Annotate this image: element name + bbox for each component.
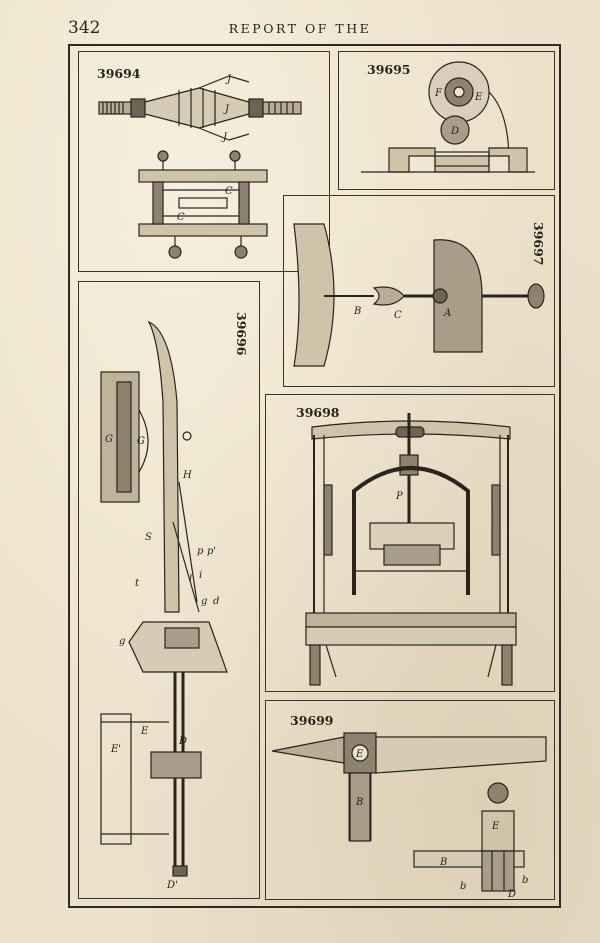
label-h: H bbox=[182, 470, 192, 481]
label-p: p bbox=[197, 546, 204, 557]
label-g: g bbox=[119, 636, 125, 647]
label-c: C bbox=[177, 212, 185, 223]
figure-39699-panel: 39699 E B E B b b D bbox=[265, 700, 555, 900]
label-b: B bbox=[355, 797, 363, 808]
label-g: G bbox=[137, 436, 145, 447]
label-p: P bbox=[395, 491, 403, 502]
figure-39697-panel: 39697 B C A bbox=[283, 195, 555, 387]
cutter-drawing: F E D bbox=[361, 61, 535, 173]
label-a: A bbox=[443, 308, 451, 319]
figure-39698-panel: 39698 bbox=[265, 394, 555, 692]
figure-number: 39694 bbox=[97, 66, 141, 81]
label-p-prime: p' bbox=[207, 546, 216, 557]
label-i: i bbox=[199, 570, 202, 581]
label-b: b bbox=[460, 881, 466, 892]
label-d: D bbox=[450, 126, 459, 137]
running-head: REPORT OF THE bbox=[228, 21, 372, 36]
label-b: B bbox=[353, 306, 361, 317]
label-j: J bbox=[223, 104, 230, 115]
plate-frame bbox=[68, 44, 561, 908]
figure-39694-panel: 39694 bbox=[78, 51, 330, 272]
figure-number: 39699 bbox=[290, 713, 334, 728]
page-number: 342 bbox=[68, 18, 101, 38]
press-side-drawing: G G H S p p' i l t g d g E E' D D' bbox=[100, 320, 228, 891]
label-e: E bbox=[140, 726, 149, 737]
label-d-prime: D' bbox=[166, 880, 178, 891]
label-b: B bbox=[439, 857, 447, 868]
label-e: E bbox=[474, 92, 483, 103]
label-d: D bbox=[507, 889, 516, 900]
label-b: b bbox=[522, 875, 528, 886]
label-j: J bbox=[225, 74, 232, 85]
label-e: E bbox=[491, 821, 500, 832]
figure-number: 39695 bbox=[367, 62, 411, 77]
label-j: J bbox=[221, 132, 228, 143]
figure-39695-panel: 39695 F E D bbox=[338, 51, 555, 190]
label-f: F bbox=[434, 88, 443, 99]
figure-39696-panel: 39696 G G H S bbox=[78, 281, 260, 899]
label-d: d bbox=[213, 596, 219, 607]
lamp-stand-drawing: B C A bbox=[293, 223, 545, 367]
label-e-prime: E' bbox=[110, 744, 121, 755]
label-g: g bbox=[201, 596, 207, 607]
figure-number: 39698 bbox=[296, 405, 340, 420]
label-d: D bbox=[178, 736, 187, 747]
label-t: t bbox=[135, 578, 140, 589]
label-g: G bbox=[105, 434, 113, 445]
label-s: S bbox=[145, 532, 152, 543]
label-e: E bbox=[355, 749, 364, 760]
clamp-drawing: J J J C C bbox=[98, 74, 302, 259]
tool-handle-drawing: E B E B b b D bbox=[271, 732, 547, 900]
label-c: C bbox=[394, 310, 402, 321]
copying-press-drawing: P bbox=[305, 413, 517, 686]
label-c: C bbox=[225, 186, 233, 197]
label-l: l bbox=[189, 574, 192, 585]
